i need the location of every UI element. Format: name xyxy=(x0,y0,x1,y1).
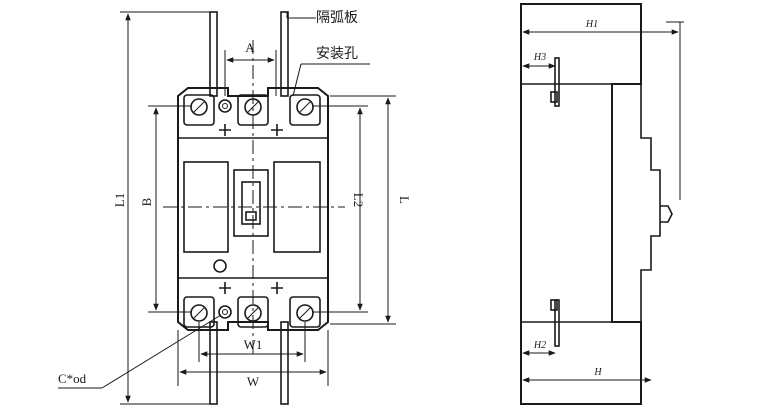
W1-label: W1 xyxy=(244,337,263,352)
H3-label: H3 xyxy=(533,52,546,63)
L-label: L xyxy=(397,196,412,204)
W-label: W xyxy=(247,374,260,389)
side-partition-clip-bottom xyxy=(550,299,558,311)
mounting-hole-leader-v xyxy=(292,63,302,97)
side-handle-tip xyxy=(660,205,673,223)
L1-label: L1 xyxy=(112,193,127,207)
front-view: L1 B L2 L A W1 W 隔弧板 xyxy=(58,10,412,405)
handle-tip xyxy=(245,211,257,221)
mounting-hole-label: 安装孔 xyxy=(316,46,358,62)
terminal-slot-top-right xyxy=(289,94,321,126)
side-view: H1 H3 H2 H xyxy=(520,3,684,405)
partition-plate xyxy=(209,11,289,405)
terminal-screw-top-right xyxy=(296,98,314,116)
test-button xyxy=(213,259,227,273)
side-step-profile xyxy=(640,84,661,322)
H2-label: H2 xyxy=(533,340,546,351)
terminal-screw-top-left xyxy=(190,98,208,116)
handle-housing xyxy=(233,169,269,237)
mounting-hole-bottom xyxy=(218,305,232,319)
partition-plate-label: 隔弧板 xyxy=(316,10,358,26)
terminal-screw-bottom-left xyxy=(190,304,208,322)
side-partition-plate-top xyxy=(554,57,560,107)
cod-label: C*od xyxy=(58,371,87,386)
side-partition-clip-top xyxy=(550,91,558,103)
terminal-slot-top-left xyxy=(183,94,215,126)
cod-leader-diag xyxy=(101,314,222,389)
H-label: H xyxy=(593,367,602,378)
A-label: A xyxy=(245,40,255,55)
side-body-divider xyxy=(521,83,612,323)
L2-label: L2 xyxy=(351,193,366,207)
terminal-screw-bottom-right xyxy=(296,304,314,322)
H1-label: H1 xyxy=(585,19,598,30)
mounting-hole-top xyxy=(218,99,232,113)
breaker-body-outline xyxy=(177,87,329,331)
cross-marker xyxy=(219,124,283,294)
B-label: B xyxy=(139,197,154,206)
handle-lever xyxy=(241,181,261,225)
